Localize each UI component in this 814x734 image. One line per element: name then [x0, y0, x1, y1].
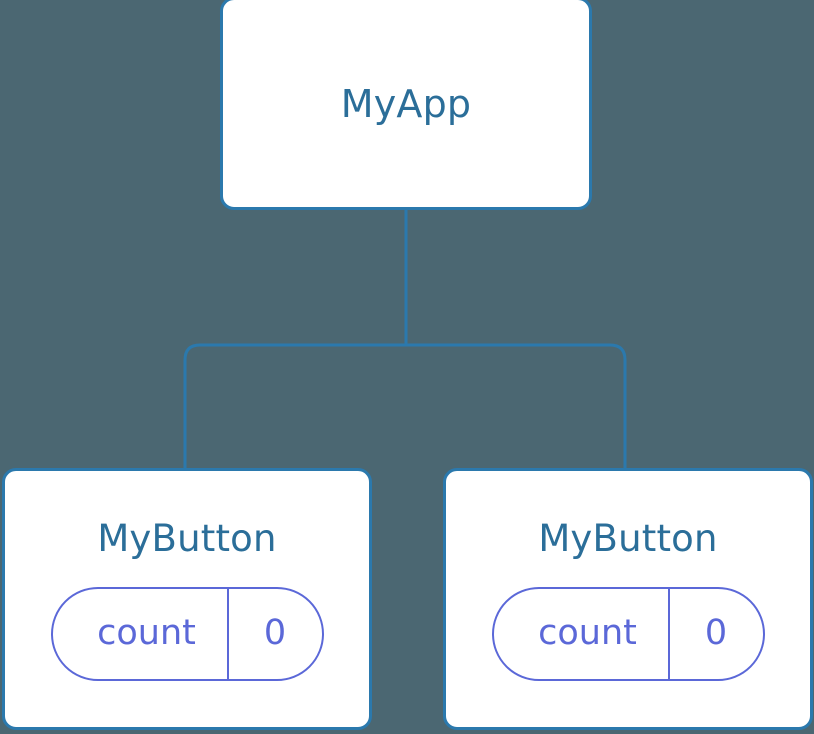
connector-branch-left: [183, 343, 406, 469]
state-value-2: 0: [667, 588, 763, 679]
state-key-2: count: [538, 613, 637, 653]
node-myapp-label: MyApp: [340, 81, 472, 126]
state-key-1: count: [97, 613, 196, 653]
node-mybutton-1-label: MyButton: [97, 516, 277, 560]
node-mybutton-2-label: MyButton: [538, 516, 718, 560]
node-mybutton-1[interactable]: MyButton count 0: [2, 468, 372, 730]
connector-branch-right: [406, 343, 627, 469]
node-mybutton-2[interactable]: MyButton count 0: [443, 468, 813, 730]
state-value-1: 0: [226, 588, 322, 679]
state-pill-1[interactable]: count 0: [50, 586, 324, 681]
node-myapp[interactable]: MyApp: [220, 0, 592, 210]
state-pill-2[interactable]: count 0: [491, 586, 765, 681]
